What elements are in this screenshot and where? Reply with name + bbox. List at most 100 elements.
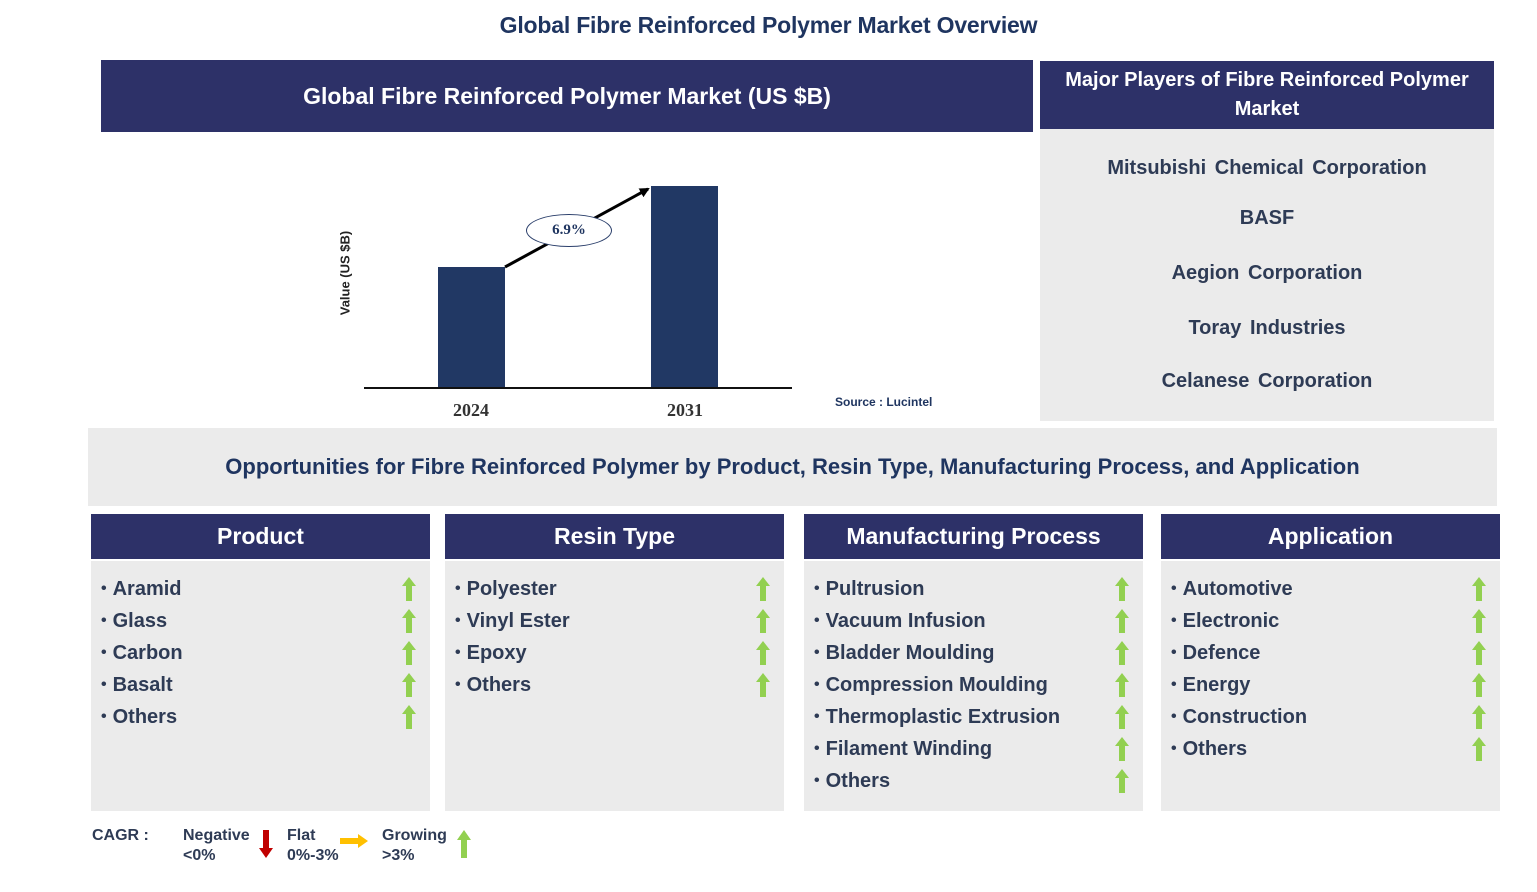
segment-item: •Polyester (445, 573, 784, 605)
growing-arrow-icon (1472, 673, 1486, 697)
segment-item-label: Bladder Moulding (825, 641, 995, 664)
segment-manufacturing-process: Manufacturing Process • Pultrusion • Vacuum… (804, 514, 1143, 811)
legend-growing: Growing >3% (382, 826, 447, 866)
legend-growing-title: Growing (382, 827, 447, 844)
bullet-icon: • (1171, 676, 1177, 693)
segment-item-label: Filament Winding (825, 737, 993, 760)
up-arrow-icon (457, 830, 471, 858)
bullet-icon: • (814, 580, 820, 597)
segment-header: Manufacturing Process (804, 514, 1143, 561)
segment-item: •Others (1161, 733, 1500, 765)
growing-arrow-icon (1115, 673, 1129, 697)
growing-arrow-icon (402, 705, 416, 729)
growing-arrow-icon (1115, 577, 1129, 601)
legend-flat: Flat 0%-3% (287, 826, 339, 866)
bullet-icon: • (1171, 580, 1177, 597)
segment-item: • Aramid (91, 573, 430, 605)
page-title: Global Fibre Reinforced Polymer Market O… (499, 12, 1038, 38)
segment-item-label: Thermoplastic Extrusion (825, 705, 1061, 728)
legend-flat-title: Flat (287, 827, 316, 844)
segment-item: • Energy (1161, 669, 1500, 701)
segment-item: •Glass (91, 605, 430, 637)
segment-item: •Carbon (91, 637, 430, 669)
segment-item: • Others (91, 701, 430, 733)
bullet-icon: • (455, 612, 461, 629)
player-item: Mitsubishi Chemical Corporation (1107, 157, 1427, 179)
segment-item-label: Others (466, 673, 532, 696)
growing-arrow-icon (756, 609, 770, 633)
growing-arrow-icon (1472, 641, 1486, 665)
segment-item-label: Others (825, 769, 891, 792)
segment-item: • Vacuum Infusion (804, 605, 1143, 637)
growing-arrow-icon (1472, 577, 1486, 601)
y-axis-label: Value (US $B) (337, 230, 353, 316)
chart-header: Global Fibre Reinforced Polymer Market (… (101, 60, 1033, 132)
bullet-icon: • (814, 644, 820, 661)
segment-header: Product (91, 514, 430, 561)
segment-item: • Pultrusion (804, 573, 1143, 605)
segment-item-label: Vinyl Ester (466, 609, 570, 632)
bullet-icon: • (1171, 708, 1177, 725)
segment-item: • Others (804, 765, 1143, 797)
bullet-icon: • (814, 740, 820, 757)
growing-arrow-icon (1472, 705, 1486, 729)
x-tick-2031: 2031 (667, 400, 703, 420)
bullet-icon: • (101, 676, 107, 693)
bullet-icon: • (1171, 740, 1177, 757)
segment-item: • Vinyl Ester (445, 605, 784, 637)
segment-item: •Compression Moulding (804, 669, 1143, 701)
player-item: BASF (1239, 207, 1295, 229)
growing-arrow-icon (402, 641, 416, 665)
bar-2031 (651, 186, 718, 388)
segment-item: •Electronic (1161, 605, 1500, 637)
x-axis-line (364, 387, 792, 389)
growing-arrow-icon (402, 577, 416, 601)
legend-label: CAGR : (92, 827, 149, 844)
growing-arrow-icon (1115, 641, 1129, 665)
segment-item-label: Polyester (466, 577, 557, 600)
source-label: Source : Lucintel (835, 395, 933, 409)
bullet-icon: • (814, 708, 820, 725)
player-item: Celanese Corporation (1161, 370, 1373, 392)
bullet-icon: • (814, 676, 820, 693)
legend-negative-title: Negative (183, 827, 250, 844)
x-tick-2024: 2024 (453, 400, 489, 420)
growing-arrow-icon (1115, 737, 1129, 761)
cagr-annotation: 6.9% (526, 214, 612, 247)
legend-negative-range: <0% (183, 847, 216, 864)
bullet-icon: • (101, 580, 107, 597)
segment-item-label: Vacuum Infusion (825, 609, 986, 632)
bullet-icon: • (455, 644, 461, 661)
segment-product: Product •Aramid•Glass•Carbon•Basalt•Othe… (91, 514, 430, 811)
segment-item-label: Others (112, 705, 178, 728)
player-item: Aegion Corporation (1171, 262, 1363, 284)
segment-item-label: Basalt (112, 673, 173, 696)
segment-item-label: Automotive (1182, 577, 1293, 600)
legend-growing-range: >3% (382, 847, 415, 864)
segment-header: Application (1161, 514, 1500, 561)
segment-item-label: Energy (1182, 673, 1251, 696)
bullet-icon: • (455, 676, 461, 693)
bullet-icon: • (101, 708, 107, 725)
segment-item-label: Pultrusion (825, 577, 925, 600)
segment-item-label: Electronic (1182, 609, 1280, 632)
legend-negative: Negative <0% (183, 826, 250, 866)
segment-item: • Basalt (91, 669, 430, 701)
players-header: Major Players of Fibre Reinforced Polyme… (1040, 61, 1494, 129)
segment-item-label: Aramid (112, 577, 182, 600)
segment-item: • Thermoplastic Extrusion (804, 701, 1143, 733)
players-list: Mitsubishi Chemical Corporation BASF Aeg… (1040, 129, 1494, 421)
opportunities-title: Opportunities for Fibre Reinforced Polym… (88, 428, 1497, 506)
growing-arrow-icon (402, 673, 416, 697)
growing-arrow-icon (1472, 737, 1486, 761)
bullet-icon: • (814, 772, 820, 789)
growing-arrow-icon (756, 577, 770, 601)
bullet-icon: • (814, 612, 820, 629)
growing-arrow-icon (756, 641, 770, 665)
right-arrow-icon (340, 834, 368, 848)
segment-item-label: Glass (112, 609, 168, 632)
segment-header: Resin Type (445, 514, 784, 561)
segment-item-label: Epoxy (466, 641, 527, 664)
bullet-icon: • (101, 644, 107, 661)
segment-item-label: Construction (1182, 705, 1308, 728)
